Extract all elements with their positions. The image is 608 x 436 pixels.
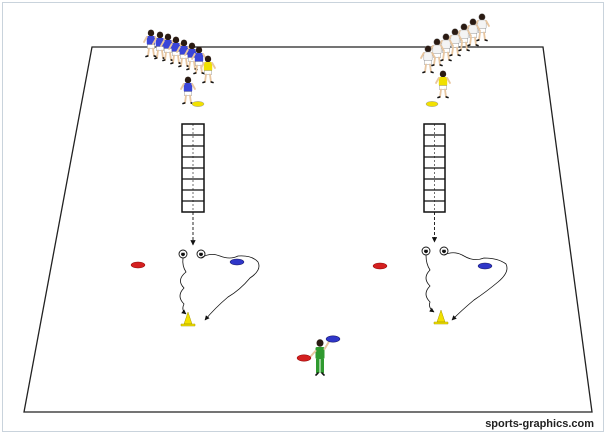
dribble-path-left-1 <box>200 254 260 321</box>
ball-icon <box>421 246 431 256</box>
cone-icon <box>433 309 449 325</box>
ball-icon <box>178 249 188 259</box>
disc-icon <box>229 258 245 266</box>
disc-icon <box>325 335 341 343</box>
disc-icon <box>191 101 205 107</box>
cone-icon <box>180 311 196 327</box>
disc-icon <box>130 261 146 269</box>
image-frame <box>2 2 604 432</box>
disc-icon <box>477 262 493 270</box>
dribble-path-right-1 <box>443 252 508 321</box>
dribble-path-right-2 <box>425 254 435 313</box>
disc-icon <box>425 101 439 107</box>
watermark-text: sports-graphics.com <box>485 418 594 430</box>
disc-icon <box>372 262 388 270</box>
field-outline <box>23 46 593 413</box>
dribble-path-left-2 <box>179 257 187 315</box>
disc-icon <box>296 354 312 362</box>
